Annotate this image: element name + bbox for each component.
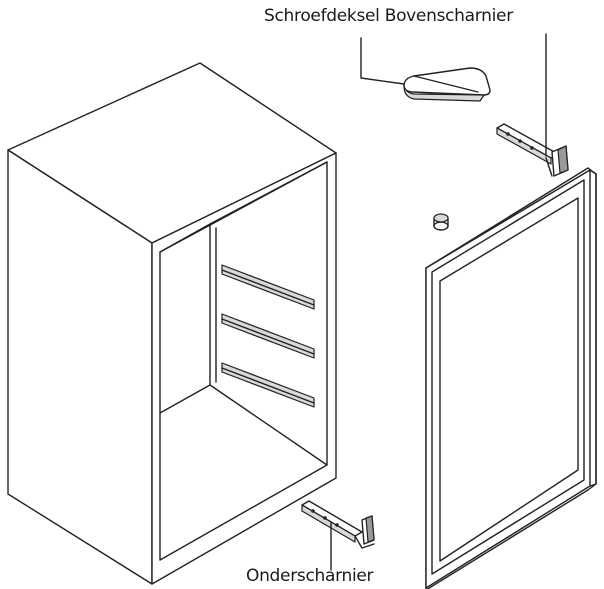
- shelf-rail-1: [221, 264, 315, 310]
- label-top-hinge-screw-cover: Schroefdeksel Bovenscharnier: [264, 6, 513, 26]
- bottom-hinge: [301, 500, 375, 549]
- door-inner-panel: [439, 197, 579, 562]
- door-pin-cap: [433, 213, 449, 231]
- label-bottom-hinge: Onderscharnier: [246, 566, 374, 586]
- cabinet-inner-back-edge: [159, 223, 211, 414]
- top-hinge: [496, 123, 569, 177]
- shelf-rail-2: [221, 313, 315, 359]
- shelf-rail-3: [221, 362, 315, 408]
- fridge-door: [425, 167, 597, 589]
- fridge-cabinet: [7, 62, 337, 585]
- top-hinge-screw-cover: [403, 67, 491, 102]
- top-cover-leader-line: [360, 37, 405, 85]
